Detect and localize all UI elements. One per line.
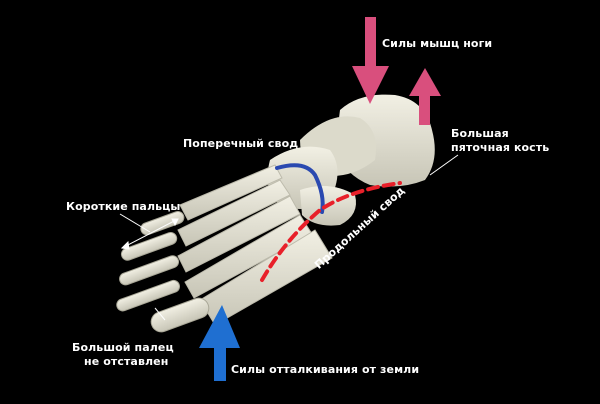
metatarsal-bones (177, 164, 333, 326)
big-toe-label-line1: Большой палец (72, 341, 174, 354)
big-toe-gap-arrow (154, 307, 166, 321)
calcaneus-pointer-line (429, 154, 459, 176)
calcaneus-bone (300, 94, 435, 187)
short-toes-double-arrow (119, 213, 179, 250)
longitudinal-arch-line (260, 181, 402, 282)
muscle-force-up-arrow (409, 68, 441, 125)
toe-phalanges (116, 211, 210, 333)
transverse-arch-line (275, 163, 325, 214)
short-toes-label: Короткие пальцы (66, 200, 181, 213)
ground-force-up-arrow (199, 305, 240, 381)
ground-forces-label: Силы отталкивания от земли (231, 363, 420, 376)
big-toe-label-line2: не отставлен (84, 355, 169, 368)
muscle-force-down-arrow (352, 17, 389, 104)
muscle-forces-label: Силы мышц ноги (382, 37, 493, 50)
calcaneus-label-line1: Большая (451, 127, 509, 140)
transverse-arch-label: Поперечный свод (183, 137, 299, 150)
calcaneus-label-line2: пяточная кость (451, 141, 550, 154)
